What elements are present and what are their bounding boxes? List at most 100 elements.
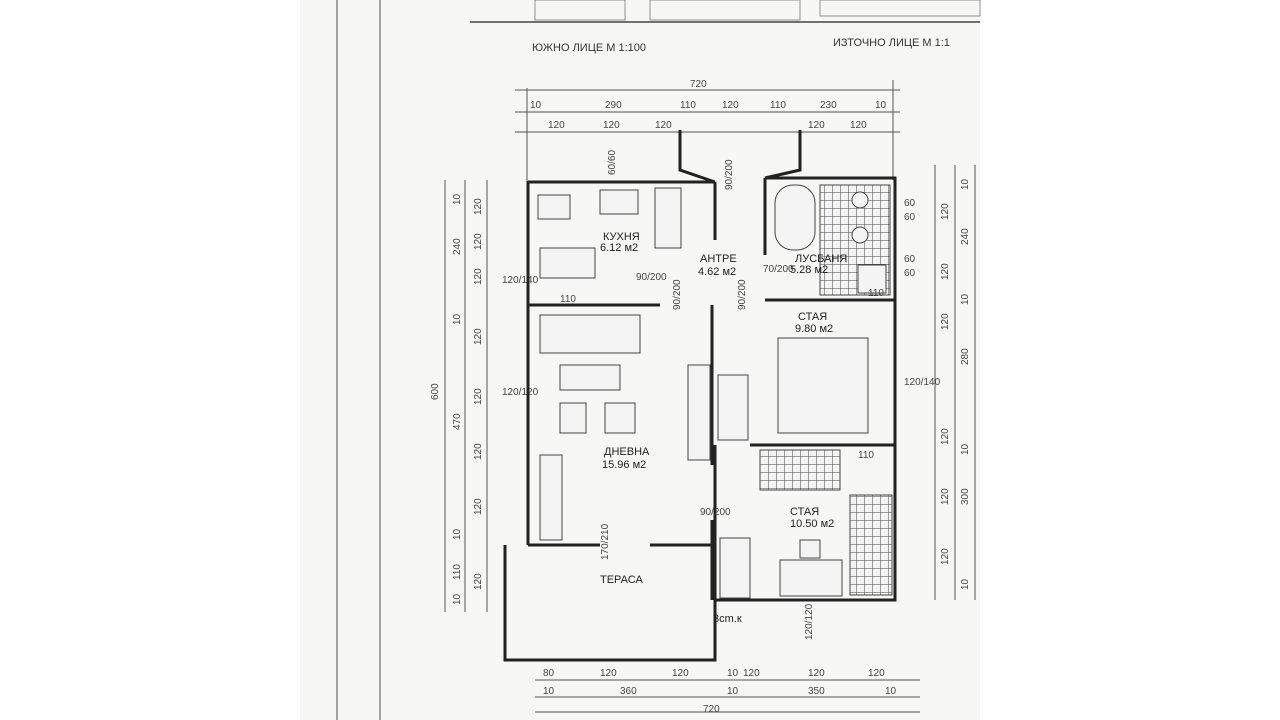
dim-left-col2: 120 120 120 120 120 120 120 120	[473, 198, 484, 590]
desk-icon	[779, 559, 843, 597]
fridge-icon	[654, 187, 682, 249]
svg-text:90/200: 90/200	[700, 507, 731, 518]
svg-text:60: 60	[904, 212, 916, 223]
svg-text:120: 120	[600, 668, 617, 679]
room-bedroom1-area: 9.80 м2	[795, 323, 833, 335]
svg-text:230: 230	[820, 100, 837, 111]
svg-text:90/200: 90/200	[724, 159, 735, 190]
svg-text:470: 470	[452, 413, 463, 430]
svg-text:90/200: 90/200	[672, 279, 683, 310]
washbasin-icon	[851, 191, 869, 209]
dim-left-total: 600	[430, 383, 441, 400]
sink-icon	[537, 194, 571, 220]
svg-text:300: 300	[960, 488, 971, 505]
room-living-name: ДНЕВНА	[604, 446, 650, 458]
bed-icon	[759, 449, 841, 491]
dining-table-icon	[539, 247, 596, 279]
room-hall-name: АНТРЕ	[700, 253, 737, 265]
svg-text:10: 10	[452, 193, 463, 205]
svg-text:120: 120	[940, 548, 951, 565]
svg-text:60: 60	[904, 198, 916, 209]
dim-window-left-1: 120/140	[502, 275, 539, 286]
room-kitchen-area: 6.12 м2	[600, 242, 638, 254]
elevation-drawing	[470, 0, 981, 23]
dim-top-total: 720	[690, 79, 707, 90]
svg-text:120: 120	[473, 498, 484, 515]
bathtub-icon	[774, 184, 816, 251]
svg-text:360: 360	[620, 686, 637, 697]
room-bedroom1-name: СТАЯ	[798, 311, 827, 323]
dim-bottom-row: 80 120 120 10 120 120 120	[543, 668, 885, 679]
dim-bottom-row2: 10 360 10 350 10	[543, 686, 897, 697]
dim-top-row2: 120 120 120 120 120	[548, 120, 867, 131]
svg-text:110: 110	[868, 288, 884, 299]
svg-text:110: 110	[770, 100, 786, 111]
svg-text:120: 120	[808, 120, 825, 131]
svg-text:120: 120	[808, 668, 825, 679]
svg-text:80: 80	[543, 668, 555, 679]
dim-right-col2: 120 120 120 120 120 120	[940, 203, 951, 565]
svg-text:120: 120	[940, 488, 951, 505]
svg-text:10: 10	[960, 578, 971, 590]
svg-text:110: 110	[680, 100, 696, 111]
bed-icon	[849, 494, 893, 596]
room-hall-area: 4.62 м2	[698, 266, 736, 278]
east-elevation-label: ИЗТОЧНО ЛИЦЕ М 1:1	[833, 37, 950, 49]
room-bathroom-area: 5.28 м2	[790, 264, 828, 276]
wardrobe-icon	[687, 364, 711, 461]
room-bedroom2-name: СТАЯ	[790, 506, 819, 518]
svg-text:120: 120	[473, 443, 484, 460]
svg-text:110: 110	[858, 450, 874, 461]
svg-text:10: 10	[875, 100, 887, 111]
bed-icon	[777, 337, 869, 434]
armchair-icon	[604, 402, 636, 434]
walls	[503, 130, 897, 662]
svg-text:60: 60	[904, 254, 916, 265]
sofa-icon	[539, 314, 641, 354]
dim-window-left-2: 120/120	[502, 387, 539, 398]
room-bedroom2-area: 10.50 м2	[790, 518, 834, 530]
wardrobe-icon	[717, 374, 749, 441]
south-elevation-label: ЮЖНО ЛИЦЕ М 1:100	[532, 42, 646, 54]
svg-text:350: 350	[808, 686, 825, 697]
dim-bottom-total: 720	[703, 704, 720, 715]
svg-text:120: 120	[473, 198, 484, 215]
dimension-lines	[444, 80, 976, 713]
svg-text:10: 10	[885, 686, 897, 697]
wardrobe-icon	[719, 537, 751, 599]
armchair-icon	[559, 402, 587, 434]
svg-text:120: 120	[743, 668, 760, 679]
svg-text:110: 110	[452, 564, 463, 580]
svg-text:120: 120	[473, 268, 484, 285]
cabinet-icon	[539, 454, 563, 541]
svg-text:90/200: 90/200	[737, 279, 748, 310]
svg-text:90/200: 90/200	[636, 272, 667, 283]
svg-text:120: 120	[548, 120, 565, 131]
svg-text:10: 10	[960, 293, 971, 305]
svg-text:290: 290	[605, 100, 622, 111]
svg-text:10: 10	[452, 528, 463, 540]
dim-top-row: 10 290 110 120 110 230 10	[530, 100, 887, 111]
svg-text:120: 120	[473, 328, 484, 345]
svg-text:120: 120	[672, 668, 689, 679]
fixtures	[537, 184, 893, 599]
washing-machine-icon	[857, 264, 887, 294]
svg-text:120: 120	[473, 573, 484, 590]
svg-text:10: 10	[452, 313, 463, 325]
stove-icon	[599, 189, 639, 215]
svg-text:120: 120	[473, 233, 484, 250]
svg-text:120: 120	[940, 313, 951, 330]
room-kitchen-name: КУХНЯ	[603, 231, 640, 243]
svg-text:10: 10	[543, 686, 555, 697]
toilet-icon	[851, 226, 869, 244]
svg-text:10: 10	[960, 443, 971, 455]
svg-text:240: 240	[960, 228, 971, 245]
svg-text:120: 120	[722, 100, 739, 111]
chair-icon	[799, 539, 821, 559]
svg-text:120: 120	[940, 203, 951, 220]
room-bathroom-name: ЛУСБАНЯ	[795, 253, 847, 265]
svg-text:120/120: 120/120	[804, 603, 815, 640]
svg-text:110: 110	[560, 294, 576, 305]
svg-text:120: 120	[655, 120, 672, 131]
svg-text:120: 120	[603, 120, 620, 131]
